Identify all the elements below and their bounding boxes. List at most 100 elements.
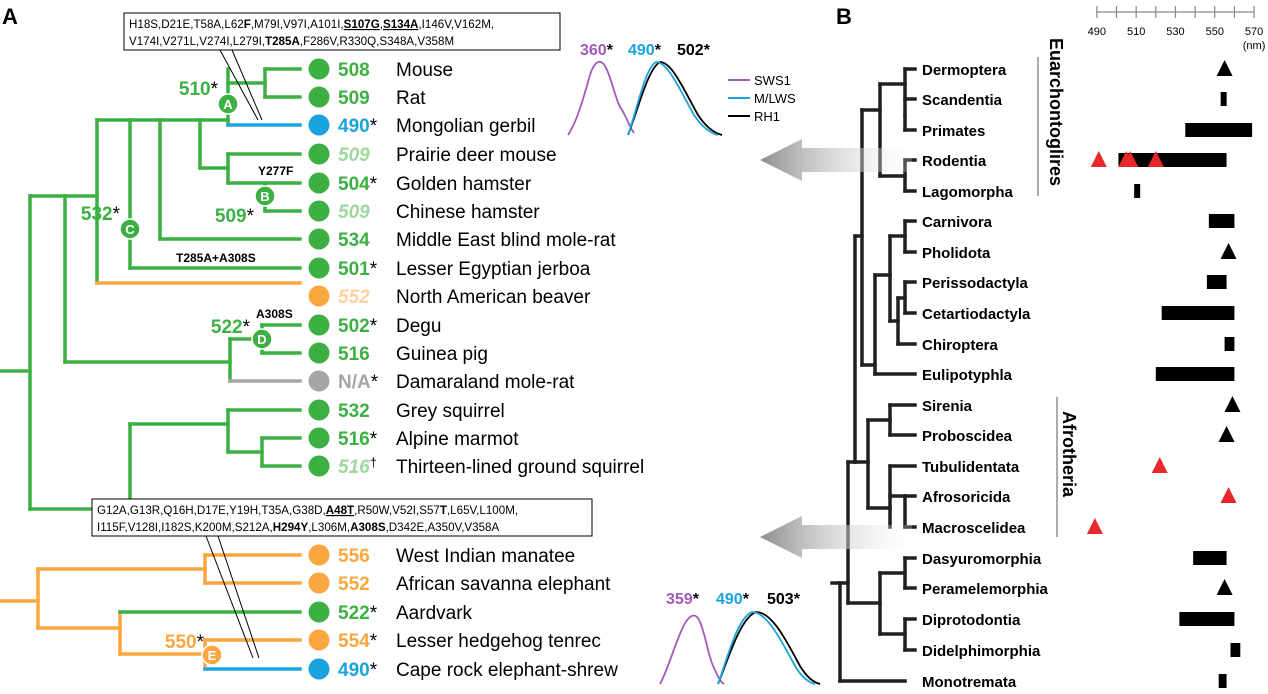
mutation-run: S107G — [344, 18, 380, 31]
ancestral-node — [251, 328, 273, 350]
species-name: Rat — [396, 88, 426, 109]
species-dot — [308, 172, 330, 194]
species-row: 516*Alpine marmot — [308, 427, 519, 450]
species-lambda: 502* — [338, 316, 378, 337]
species-lambda: 534 — [338, 230, 370, 251]
group-brackets: Euarchontoglires Afrotheria — [1037, 38, 1079, 537]
species-row: 504*Golden hamster — [308, 172, 532, 195]
red-triangle-marker — [1147, 151, 1164, 167]
species-lambda: 516 — [338, 344, 370, 365]
order-label: Carnivora — [922, 214, 993, 231]
lambda-star: * — [370, 660, 378, 681]
triangle-marker — [1218, 426, 1235, 442]
mutation-run: F — [244, 18, 251, 31]
mutation-run: ,M79I,V97I,A101I, — [251, 18, 344, 31]
absorbance-spectra-2: 359* 490* 503* — [659, 591, 821, 685]
species-row: 502*Degu — [308, 314, 441, 337]
triangle-marker — [1224, 396, 1241, 412]
species-dot — [308, 228, 330, 250]
axis-unit: (nm) — [1243, 40, 1266, 52]
species-row: 509 Rat — [308, 86, 426, 109]
order-label: Didelphimorphia — [922, 643, 1041, 660]
range-bar — [1206, 275, 1227, 289]
species-lambda: 504* — [338, 174, 378, 195]
mutation-run: ,I146V,V162M, — [418, 18, 494, 31]
species-row: 501*Lesser Egyptian jerboa — [308, 257, 591, 280]
axis-tick-label: 550 — [1206, 26, 1224, 38]
species-lambda: 490* — [338, 116, 378, 137]
node-lambda: 532* — [81, 204, 121, 225]
mutation-box-bottom-line2: I115F,V128I,I182S,K200M,S212A,H294Y,L306… — [97, 521, 499, 534]
highlight-arrow — [760, 516, 912, 558]
lambda-star: * — [370, 259, 378, 280]
range-bar — [1185, 123, 1253, 137]
ancestral-node — [217, 93, 239, 115]
mutation-run: ,L306M, — [308, 521, 350, 534]
triangle-marker — [1216, 60, 1233, 76]
species-lambda: 552 — [338, 574, 370, 595]
species-dot — [308, 658, 330, 680]
order-label: Afrosoricida — [922, 489, 1011, 506]
species-lambda: 509 — [338, 202, 370, 223]
range-bar — [1218, 674, 1227, 688]
order-label: Primates — [922, 123, 985, 140]
ancestral-node — [254, 185, 276, 207]
range-bar — [1224, 337, 1235, 351]
species-dot — [308, 200, 330, 222]
species-name: Damaraland mole-rat — [396, 372, 575, 393]
species-dot — [308, 629, 330, 651]
lambda-star: * — [370, 174, 378, 195]
node-star: * — [197, 632, 205, 653]
order-label: Dermoptera — [922, 62, 1007, 79]
group-afrotheria: Afrotheria — [1059, 411, 1079, 498]
mutation-run: ,L65V,L100M, — [447, 504, 518, 517]
node-lambda: 509* — [215, 206, 255, 227]
order-label: Peramelemorphia — [922, 581, 1049, 598]
species-lambda: 509 — [338, 88, 370, 109]
species-dot — [308, 314, 330, 336]
mutation-box-bottom-line1: G12A,G13R,Q16H,D17E,Y19H,T35A,G38D,A48T,… — [97, 504, 518, 517]
triangle-marker — [1216, 579, 1233, 595]
order-label: Proboscidea — [922, 428, 1013, 445]
panel-a-label: A — [2, 4, 18, 29]
species-row: 490*Cape rock elephant-shrew — [308, 658, 618, 681]
lambda-star: * — [370, 631, 378, 652]
species-lambda: 556 — [338, 546, 370, 567]
species-dot — [308, 143, 330, 165]
mutation-run: ,F286V,R330Q,S348A,V358M — [300, 35, 454, 48]
axis-tick-label: 570 — [1245, 26, 1263, 38]
species-lambda: 516† — [338, 455, 377, 478]
species-lambda: 501* — [338, 259, 378, 280]
range-bar — [1155, 367, 1235, 381]
legend-mlws: M/LWS — [754, 91, 796, 106]
order-label: Cetartiodactyla — [922, 306, 1031, 323]
species-row: 516† Thirteen-lined ground squirrel — [308, 455, 644, 478]
species-name: Thirteen-lined ground squirrel — [396, 457, 644, 478]
mutation-box-top-line2: V174I,V271L,V274I,L279I,T285A,F286V,R330… — [129, 35, 454, 48]
species-name: Middle East blind mole-rat — [396, 230, 616, 251]
node-letter: A — [223, 97, 233, 112]
group-euarchontoglires: Euarchontoglires — [1046, 38, 1066, 186]
legend-sws1: SWS1 — [754, 73, 791, 88]
spectra1-sws1-value: 360* — [580, 42, 614, 59]
highlight-arrow — [760, 139, 912, 181]
species-dot — [308, 427, 330, 449]
mutation-box-bottom: G12A,G13R,Q16H,D17E,Y19H,T35A,G38D,A48T,… — [91, 498, 593, 659]
range-bar — [1208, 214, 1235, 228]
node-star: * — [211, 79, 219, 100]
species-name: Guinea pig — [396, 344, 488, 365]
red-triangle-marker — [1122, 151, 1139, 167]
species-row: 534 Middle East blind mole-rat — [308, 228, 616, 251]
species-name: African savanna elephant — [396, 574, 611, 595]
order-label: Diprotodontia — [922, 612, 1021, 629]
wavelength-ranges — [1086, 60, 1253, 688]
legend-rh1: RH1 — [754, 109, 780, 124]
range-bar — [1161, 306, 1235, 320]
ancestral-node — [119, 218, 141, 240]
highlight-arrows — [760, 139, 912, 558]
